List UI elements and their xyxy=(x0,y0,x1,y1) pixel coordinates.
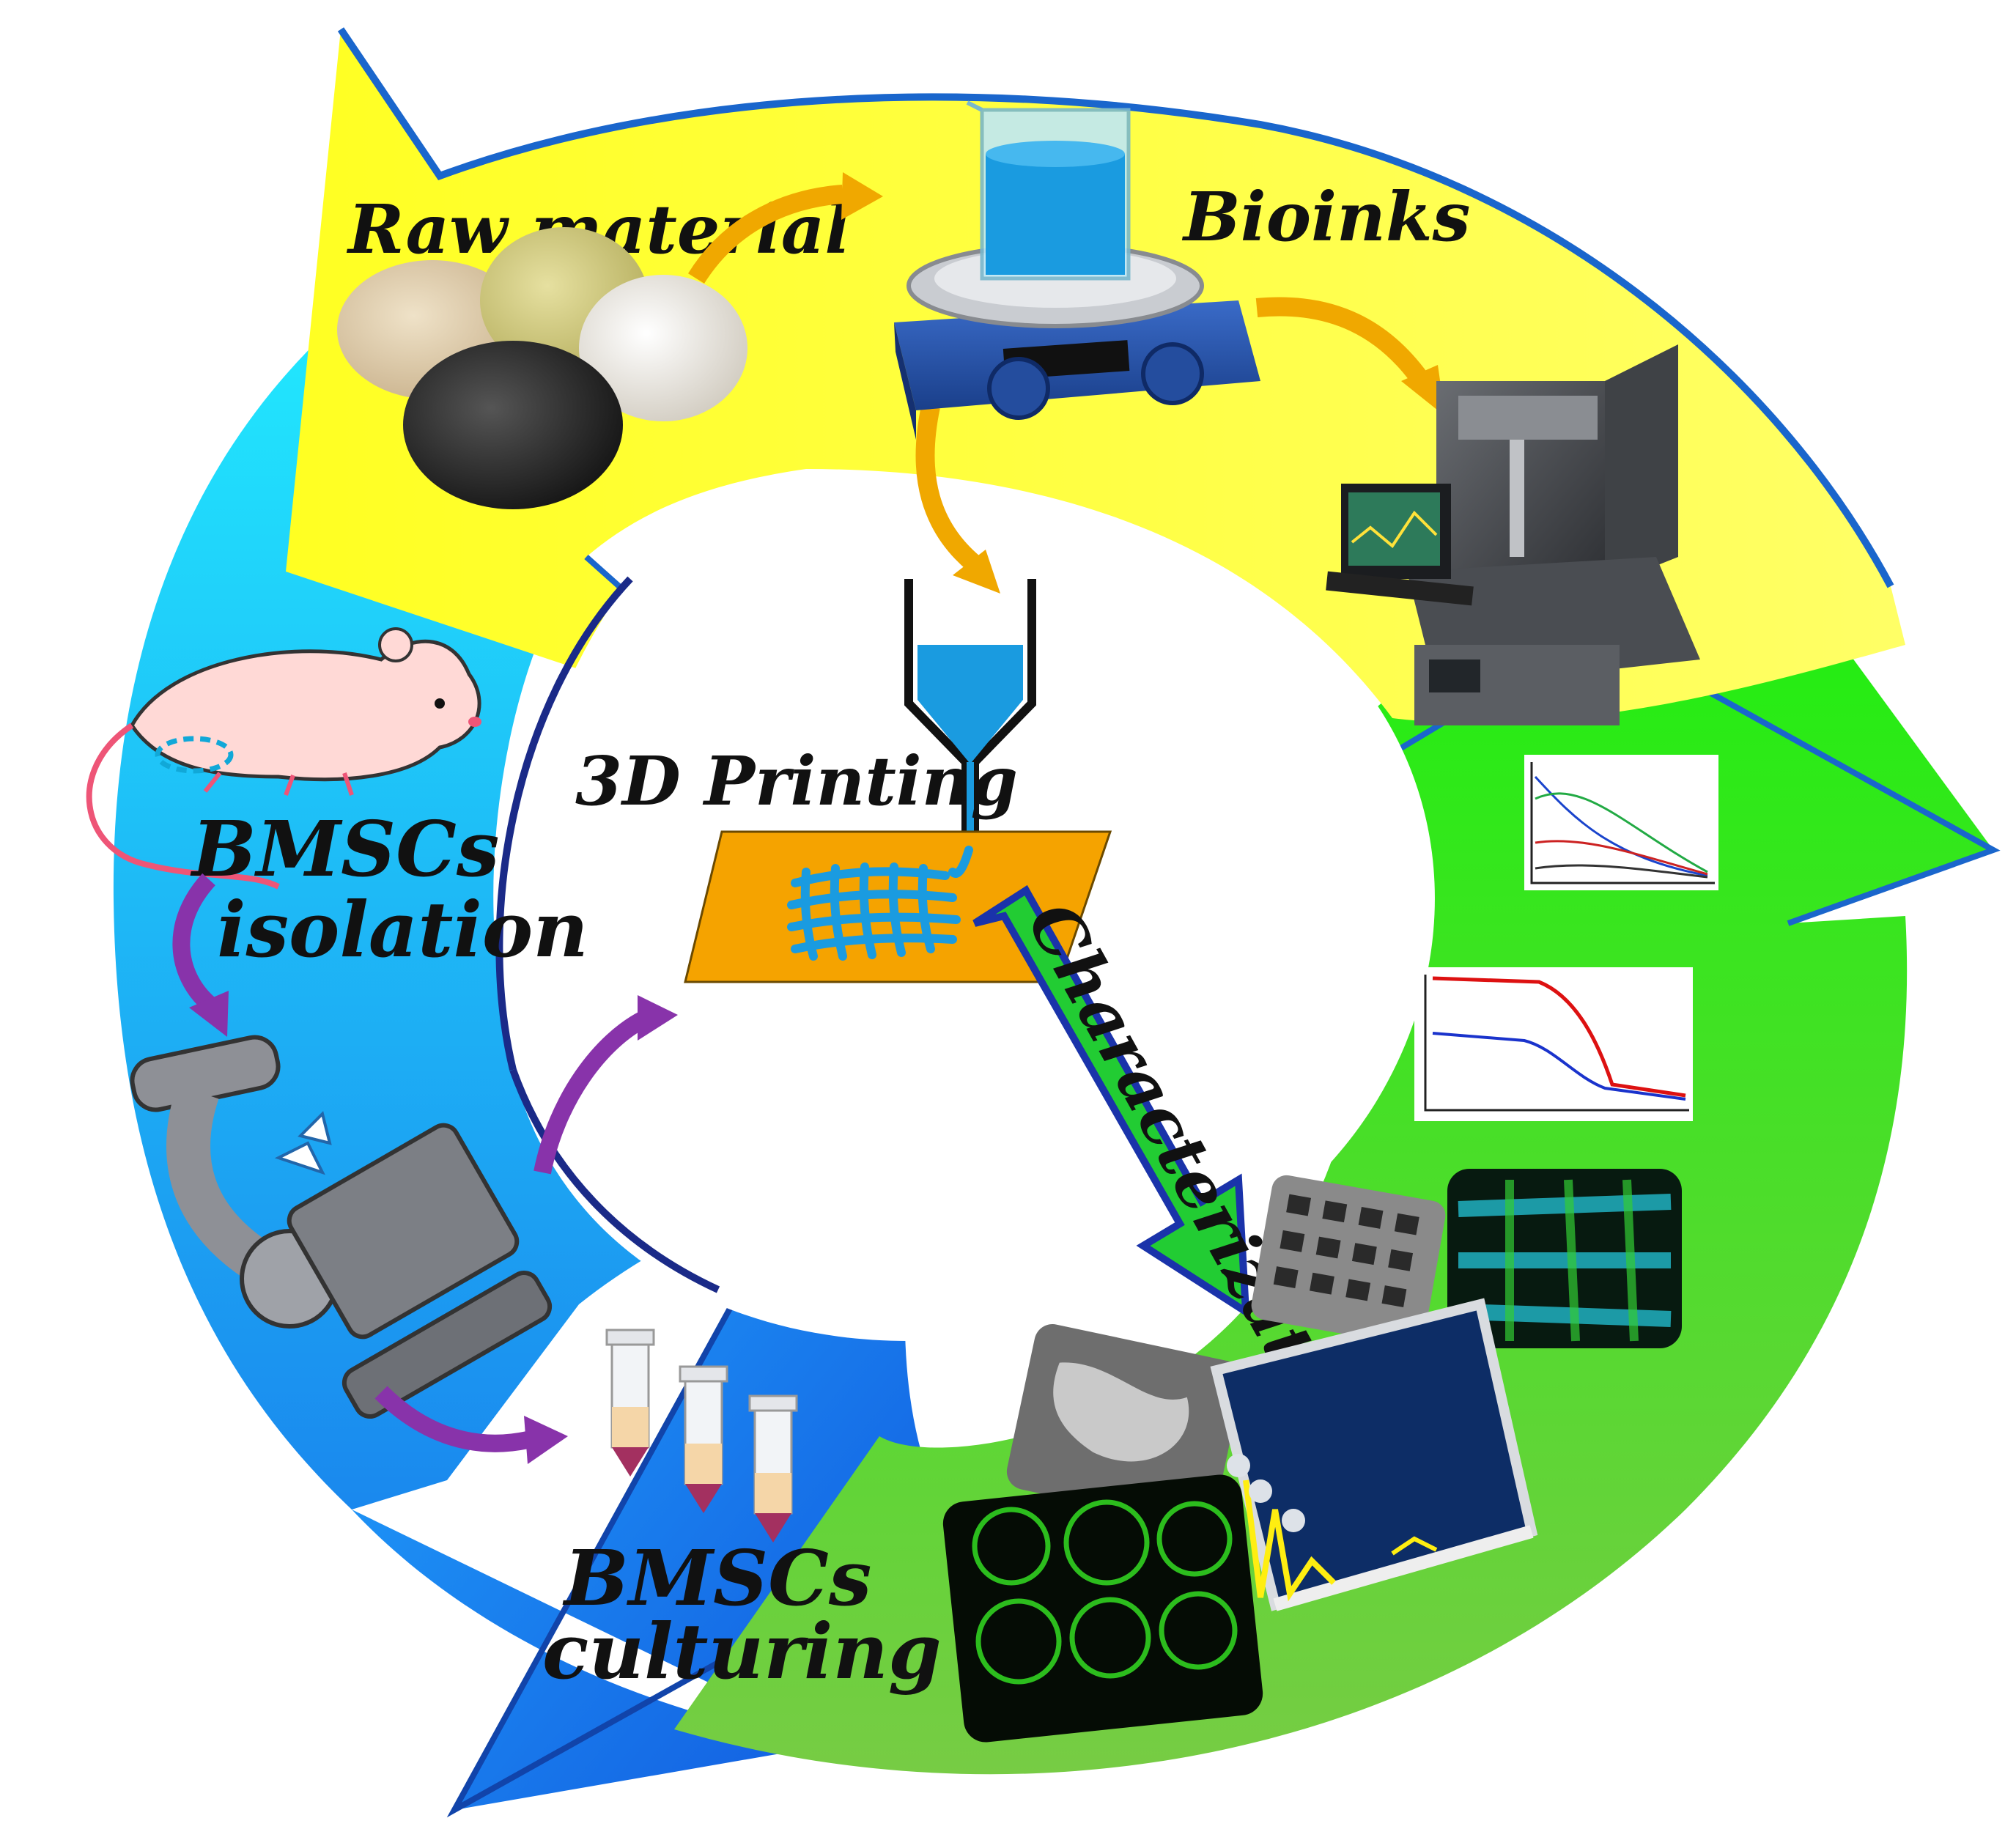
xrd-pattern-tile-icon xyxy=(1210,1298,1538,1611)
arrow-isolation-to-microscope xyxy=(172,873,216,1010)
arrow-microscope-to-printing xyxy=(533,1010,649,1175)
label-bmscs-isolation-line2: isolation xyxy=(217,884,588,975)
printed-scaffold-mesh xyxy=(787,846,973,961)
characterization-arrow xyxy=(972,884,1250,1319)
label-bmscs-culturing-line2: culturing xyxy=(542,1606,942,1696)
label-bioinks: Bioinks xyxy=(1181,177,1470,256)
arrow-microscope-to-tubes xyxy=(374,1386,530,1452)
printer-nozzle-icon xyxy=(904,579,1036,850)
centrifuge-tubes-icon xyxy=(605,1329,798,1542)
fluorescence-tile-bottom-icon xyxy=(942,1474,1263,1743)
mouse-icon xyxy=(86,627,481,890)
sem-scaffold-tile-icon xyxy=(1251,1175,1446,1346)
modulus-plot-icon xyxy=(1414,967,1693,1121)
label-3d-printing: 3D Printing xyxy=(575,742,1018,821)
magnetic-stirrer-icon xyxy=(894,100,1260,440)
arrow-bioinks-to-printer xyxy=(915,404,981,572)
arrow-raw-to-bioinks xyxy=(687,185,844,284)
arrow-bioinks-to-rheometer xyxy=(1255,297,1430,387)
label-bmscs-culturing-line1: BMSCs xyxy=(562,1533,871,1623)
sem-cell-tile-icon xyxy=(1006,1324,1244,1526)
label-bmscs-isolation-line1: BMSCs xyxy=(190,804,499,894)
microscope-icon xyxy=(130,1035,553,1419)
viscosity-plot-icon xyxy=(1524,755,1718,890)
fluorescence-tile-top-icon xyxy=(1447,1169,1682,1348)
rheometer-instrument-icon xyxy=(1326,344,1700,725)
powder-piles-icon xyxy=(337,227,747,509)
